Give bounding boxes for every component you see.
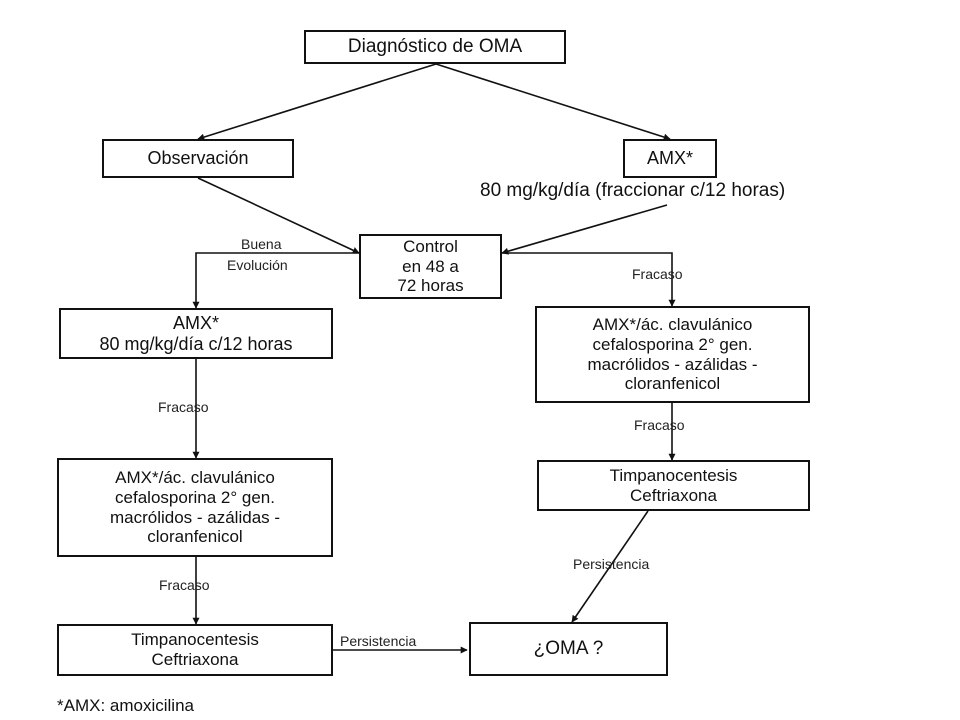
arrow-diagnostico-to-amx: [435, 63, 671, 141]
arrow-amx-to-control: [501, 204, 668, 255]
label-fracaso-right-2: Fracaso: [634, 417, 685, 433]
box-right-timpano-line-1: Timpanocentesis: [609, 465, 738, 485]
amx-dose-text: 80 mg/kg/día (fraccionar c/12 horas): [480, 180, 786, 201]
box-right-combo-line-2: cefalosporina 2° gen.: [592, 334, 753, 354]
label-fracaso-left-1: Fracaso: [158, 399, 209, 415]
box-oma: ¿OMA ?: [469, 622, 668, 676]
box-amx-top-text: AMX*: [646, 148, 693, 169]
arrow-diagnostico-to-observacion: [197, 63, 437, 141]
box-observacion: Observación: [102, 139, 294, 178]
box-left-timpano-line-2: Ceftriaxona: [151, 650, 239, 669]
box-left-amx: AMX* 80 mg/kg/día c/12 horas: [59, 308, 333, 359]
box-left-timpano-line-1: Timpanocentesis: [131, 630, 259, 650]
box-left-combo: AMX*/ác. clavulánico cefalosporina 2° ge…: [57, 458, 333, 557]
box-right-combo-line-4: cloranfenicol: [624, 374, 721, 394]
label-fracaso-left-2: Fracaso: [159, 577, 210, 593]
box-right-timpano: Timpanocentesis Ceftriaxona: [537, 460, 810, 511]
box-right-timpano-line-2: Ceftriaxona: [630, 485, 717, 505]
box-control-line-1: Control: [403, 237, 458, 257]
box-left-amx-line-2: 80 mg/kg/día c/12 horas: [99, 333, 293, 354]
label-evolucion: Evolución: [227, 257, 288, 273]
box-control-line-3: 72 horas: [397, 276, 464, 296]
arrow-observacion-to-control: [197, 177, 360, 254]
box-observacion-text: Observación: [147, 148, 249, 169]
box-left-amx-line-1: AMX*: [172, 312, 219, 333]
box-oma-text: ¿OMA ?: [533, 638, 604, 660]
box-amx-top: AMX*: [623, 139, 717, 178]
box-left-combo-line-4: cloranfenicol: [147, 527, 243, 547]
box-diagnostico: Diagnóstico de OMA: [304, 30, 566, 64]
box-control-line-2: en 48 a: [402, 256, 459, 276]
footnote: *AMX: amoxicilina: [57, 696, 194, 715]
arrow-control-to-left-amx: [192, 252, 359, 309]
label-fracaso-right-1: Fracaso: [632, 266, 683, 282]
arrow-right-timpano-to-oma: [571, 510, 649, 623]
box-control: Control en 48 a 72 horas: [359, 234, 502, 299]
label-buena: Buena: [241, 236, 282, 252]
box-left-combo-line-3: macrólidos - azálidas -: [109, 507, 281, 527]
label-persistencia-right: Persistencia: [573, 556, 650, 572]
box-left-combo-line-1: AMX*/ác. clavulánico: [115, 468, 275, 488]
arrow-control-to-right-combo: [502, 252, 676, 307]
box-left-timpano: Timpanocentesis Ceftriaxona: [57, 624, 333, 676]
box-right-combo-line-1: AMX*/ác. clavulánico: [592, 315, 753, 335]
label-persistencia-left: Persistencia: [340, 633, 417, 649]
box-left-combo-line-2: cefalosporina 2° gen.: [115, 487, 275, 507]
box-right-combo: AMX*/ác. clavulánico cefalosporina 2° ge…: [535, 306, 810, 403]
box-diagnostico-text: Diagnóstico de OMA: [347, 36, 523, 58]
box-right-combo-line-3: macrólidos - azálidas -: [587, 354, 758, 374]
